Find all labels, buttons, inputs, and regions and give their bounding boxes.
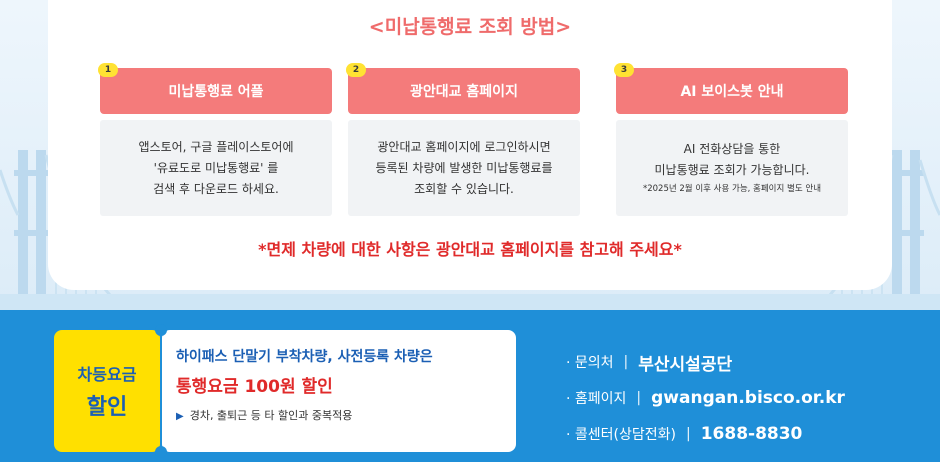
step-header: 미납통행료 어플 — [100, 68, 332, 114]
contact-value: 부산시설공단 — [638, 354, 733, 375]
discount-badge-line2: 할인 — [86, 395, 128, 420]
section-title: <미납통행료 조회 방법> — [368, 16, 572, 38]
discount-ticket: 차등요금 할인 하이패스 단말기 부착차량, 사전등록 차량은 통행요금 100… — [54, 324, 516, 458]
discount-amount: 통행요금 100원 할인 — [176, 377, 333, 397]
step-number-badge: 2 — [346, 63, 366, 77]
step-line: AI 전화상담을 통한 — [683, 142, 781, 156]
step-note: *2025년 2월 이후 사용 가능, 홈페이지 별도 안내 — [642, 184, 822, 194]
step-line: '유료도로 미납통행료' 를 — [153, 160, 279, 175]
step-description: 광안대교 홈페이지에 로그인하시면 등록된 차량에 발생한 미납통행료를 조회할… — [348, 120, 580, 216]
step-line: 광안대교 홈페이지에 로그인하시면 — [377, 139, 551, 154]
step-line: 등록된 차량에 발생한 미납통행료를 — [375, 160, 553, 175]
step-header: 광안대교 홈페이지 — [348, 68, 580, 114]
step-line: 앱스토어, 구글 플레이스토어에 — [138, 139, 294, 154]
exemption-notice: *면제 차량에 대한 사항은 광안대교 홈페이지를 참고해 주세요* — [258, 240, 682, 259]
contact-info: · 문의처 | 부산시설공단 · 홈페이지 | gwangan.bisco.or… — [566, 344, 845, 452]
homepage-link[interactable]: gwangan.bisco.or.kr — [651, 388, 845, 408]
step-header: AI 보이스봇 안내 — [616, 68, 848, 114]
step-app: 미납통행료 어플 1 앱스토어, 구글 플레이스토어에 '유료도로 미납통행료'… — [98, 63, 332, 216]
discount-details: 하이패스 단말기 부착차량, 사전등록 차량은 통행요금 100원 할인 ▶ 경차… — [162, 330, 516, 452]
step-homepage: 광안대교 홈페이지 2 광안대교 홈페이지에 로그인하시면 등록된 차량에 발생… — [346, 63, 580, 216]
ticket-perforation — [155, 446, 167, 458]
contact-label: · 문의처 — [566, 355, 614, 371]
step-line: 검색 후 다운로드 하세요. — [153, 181, 279, 196]
phone-number: 1688-8830 — [700, 424, 803, 444]
footer-section: 차등요금 할인 하이패스 단말기 부착차량, 사전등록 차량은 통행요금 100… — [0, 310, 940, 462]
contact-separator: | — [685, 426, 691, 442]
triangle-right-icon: ▶ — [176, 411, 184, 422]
discount-note: ▶ 경차, 출퇴근 등 타 할인과 중복적용 — [176, 407, 516, 423]
contact-row-homepage: · 홈페이지 | gwangan.bisco.or.kr — [566, 380, 845, 416]
contact-label: · 콜센터(상담전화) — [566, 427, 676, 443]
step-number-badge: 1 — [98, 63, 118, 77]
step-line: 미납통행료 조회가 가능합니다. — [654, 163, 810, 177]
contact-separator: | — [623, 354, 629, 370]
discount-condition: 하이패스 단말기 부착차량, 사전등록 차량은 — [176, 349, 433, 365]
top-section: <미납통행료 조회 방법> 미납통행료 어플 1 앱스토어, 구글 플레이스토어… — [0, 0, 940, 310]
step-voicebot: AI 보이스봇 안내 3 AI 전화상담을 통한 미납통행료 조회가 가능합니다… — [614, 63, 848, 216]
discount-note-text: 경차, 출퇴근 등 타 할인과 중복적용 — [189, 409, 353, 422]
discount-badge-line1: 차등요금 — [77, 365, 137, 384]
step-description: 앱스토어, 구글 플레이스토어에 '유료도로 미납통행료' 를 검색 후 다운로… — [100, 120, 332, 216]
step-description: AI 전화상담을 통한 미납통행료 조회가 가능합니다. *2025년 2월 이… — [616, 120, 848, 216]
contact-row-inquiry: · 문의처 | 부산시설공단 — [566, 344, 845, 380]
contact-row-callcenter: · 콜센터(상담전화) | 1688-8830 — [566, 416, 845, 452]
step-number-badge: 3 — [614, 63, 634, 77]
contact-separator: | — [636, 390, 642, 406]
ticket-perforation — [155, 324, 167, 336]
discount-badge: 차등요금 할인 — [54, 330, 160, 452]
step-line: 조회할 수 있습니다. — [414, 181, 514, 196]
contact-label: · 홈페이지 — [566, 391, 627, 407]
